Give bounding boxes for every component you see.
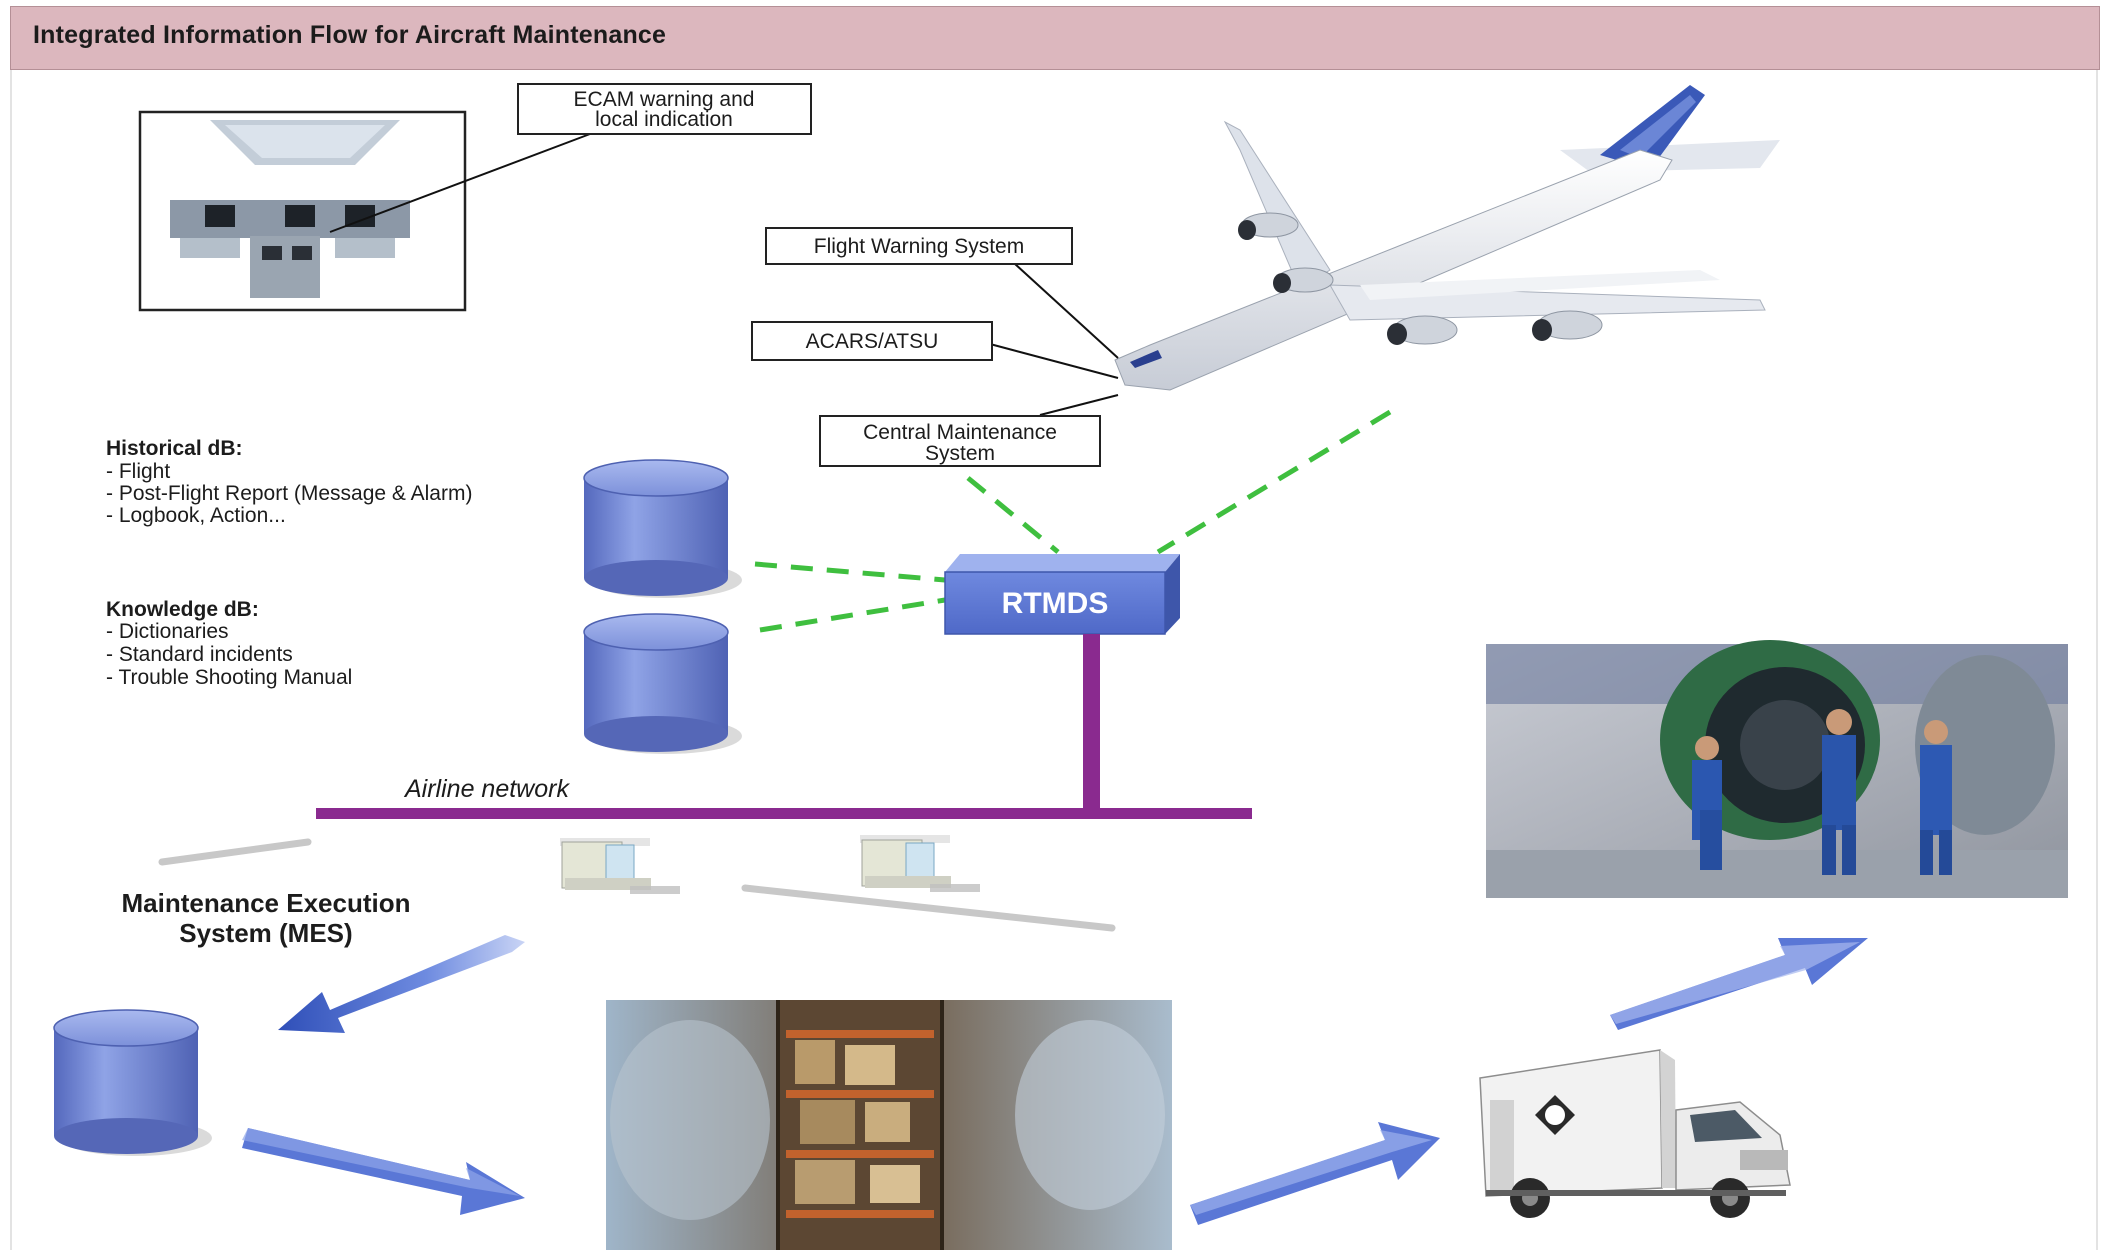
cockpit-image: [138, 110, 467, 312]
knowledge-db-item: - Trouble Shooting Manual: [106, 666, 352, 689]
flow-arrow: [242, 1128, 525, 1215]
historical-db-text: Historical dB: - Flight - Post-Flight Re…: [106, 437, 472, 527]
knowledge-db-heading: Knowledge dB:: [106, 598, 259, 621]
ecam-callout: ECAM warning and local indication: [329, 83, 812, 233]
knowledge-database-icon: [583, 613, 742, 754]
warehouse-photo: [606, 1000, 1172, 1250]
historical-db-link: [754, 561, 946, 583]
engine-repair-photo: [1486, 640, 2068, 898]
airline-network: Airline network: [316, 634, 1252, 819]
knowledge-db-text: Knowledge dB: - Dictionaries - Standard …: [106, 598, 352, 689]
historical-db-item: - Flight: [106, 460, 170, 483]
cms-rtmds-link: [966, 476, 1060, 554]
acars-label: ACARS/ATSU: [806, 330, 939, 353]
page-title: Integrated Information Flow for Aircraft…: [33, 21, 667, 49]
mes-label: Maintenance Execution System (MES): [122, 888, 411, 948]
acars-callout: ACARS/ATSU: [751, 321, 1119, 379]
rtmds-label: RTMDS: [1002, 587, 1109, 620]
mes-label-line2: System (MES): [179, 918, 352, 948]
workstation-icon: [860, 835, 980, 892]
ecam-label-line1: ECAM warning and: [574, 88, 755, 111]
historical-database-icon: [583, 459, 742, 598]
frame-right-border: [2096, 70, 2098, 1250]
aircraft-rtmds-link: [1156, 409, 1392, 555]
cms-label-line1: Central Maintenance: [863, 421, 1057, 444]
knowledge-db-item: - Standard incidents: [106, 643, 293, 666]
airline-network-label: Airline network: [403, 775, 570, 803]
delivery-truck-image: [1479, 1049, 1791, 1218]
mes-label-line1: Maintenance Execution: [122, 888, 411, 918]
knowledge-db-item: - Dictionaries: [106, 620, 229, 643]
cms-label-line2: System: [925, 442, 995, 465]
historical-db-item: - Logbook, Action...: [106, 504, 286, 527]
title-bar: Integrated Information Flow for Aircraft…: [10, 6, 2100, 70]
rtmds-server: RTMDS: [944, 554, 1180, 635]
mes-database-icon: [53, 1009, 212, 1156]
frame-left-border: [10, 70, 12, 1250]
workstation-icon: [560, 838, 680, 894]
cms-callout: Central Maintenance System: [819, 394, 1119, 467]
ecam-label-line2: local indication: [595, 108, 733, 131]
network-drop-lines: [158, 838, 1116, 932]
knowledge-db-link: [759, 597, 946, 633]
flight-warning-callout: Flight Warning System: [765, 227, 1119, 359]
historical-db-item: - Post-Flight Report (Message & Alarm): [106, 482, 472, 505]
historical-db-heading: Historical dB:: [106, 437, 243, 460]
aircraft-image: [1114, 85, 1780, 391]
flight-warning-label: Flight Warning System: [814, 235, 1024, 258]
flow-arrow: [1610, 938, 1868, 1030]
flow-arrow: [278, 935, 525, 1033]
flow-arrow: [1190, 1122, 1440, 1225]
wireless-links: [754, 409, 1392, 633]
